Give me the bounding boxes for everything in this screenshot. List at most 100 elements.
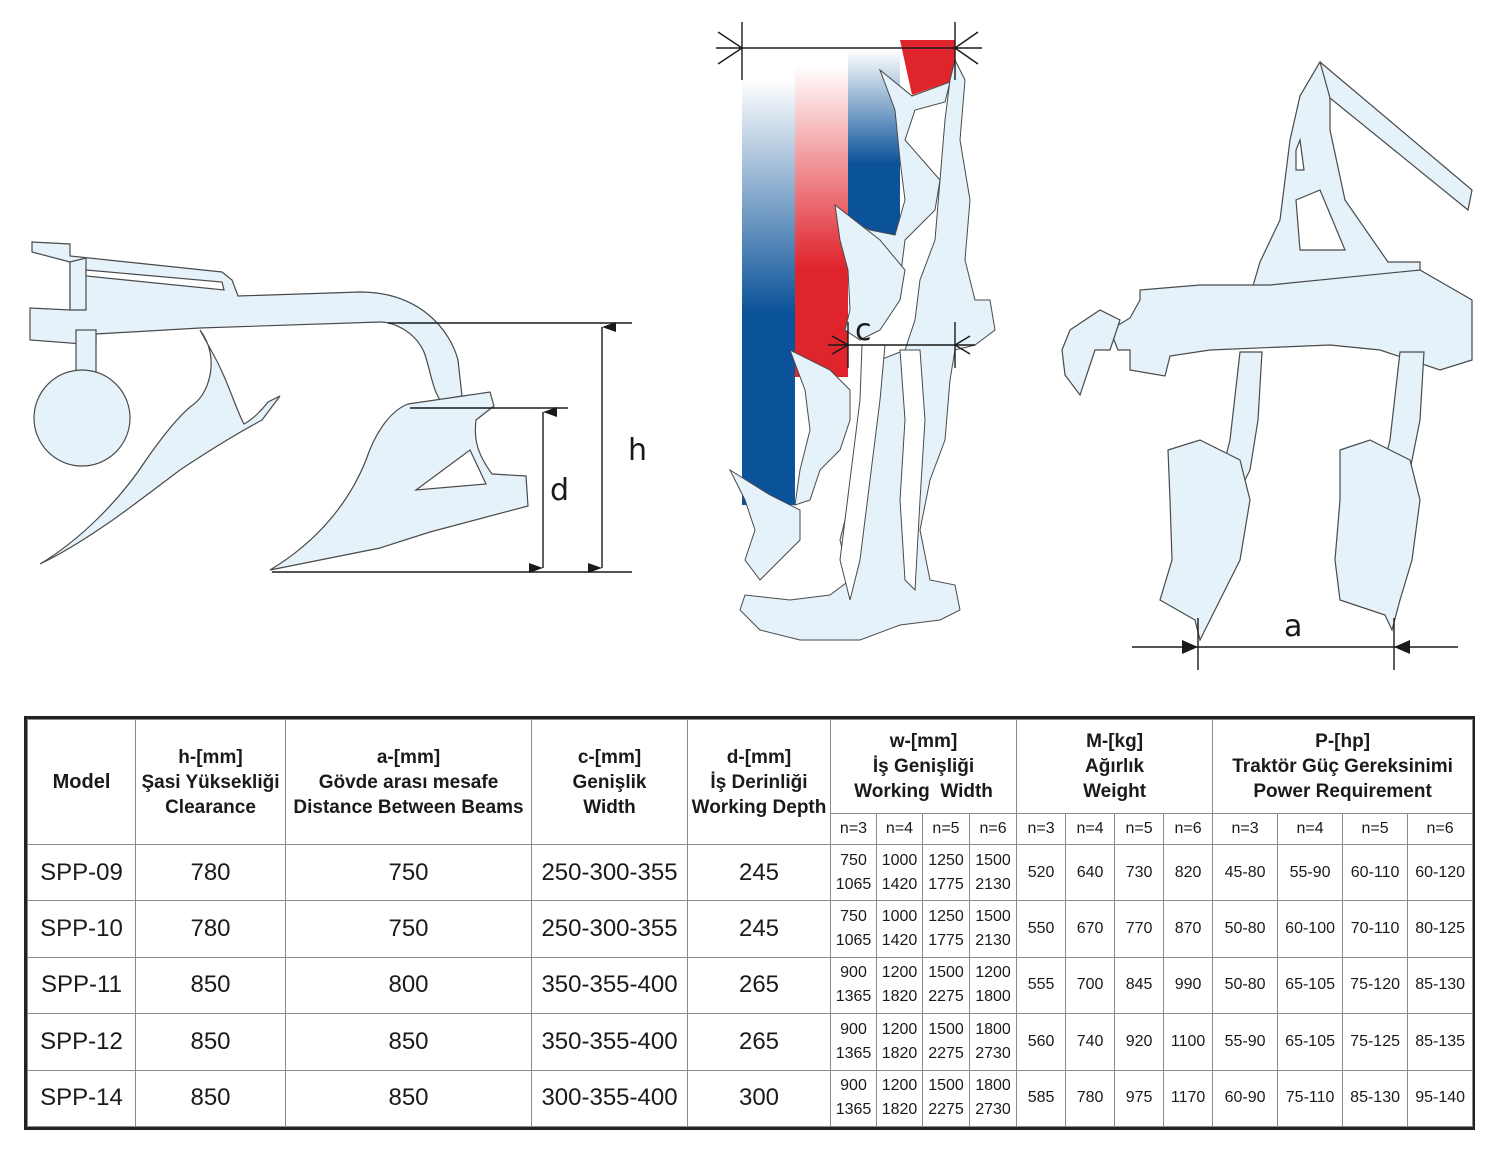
- cell-h: 780: [135, 900, 286, 958]
- cell-p-n3: 50-80: [1212, 900, 1279, 958]
- width-band-blue-2: [848, 50, 900, 240]
- cell-p-n6: 85-130: [1407, 956, 1474, 1015]
- cell-p-n5: 75-120: [1342, 956, 1409, 1015]
- subheader-p-n6: n=6: [1407, 813, 1474, 845]
- cell-p-n5: 70-110: [1342, 900, 1409, 958]
- width-band-red-2: [900, 40, 955, 95]
- cell-p-n3: 60-90: [1212, 1069, 1279, 1128]
- cell-p-n4: 65-105: [1277, 1013, 1344, 1071]
- cell-model: SPP-12: [27, 1013, 136, 1071]
- cell-m-n5: 920: [1114, 1013, 1165, 1071]
- cell-m-n3: 520: [1016, 843, 1067, 902]
- cell-p-n4: 75-110: [1277, 1069, 1344, 1128]
- cell-h: 850: [135, 956, 286, 1015]
- cell-h: 780: [135, 843, 286, 902]
- cell-p-n5: 75-125: [1342, 1013, 1409, 1071]
- cell-m-n4: 670: [1065, 900, 1116, 958]
- cell-m-n5: 845: [1114, 956, 1165, 1015]
- cell-a: 850: [285, 1013, 532, 1071]
- cell-p-n6: 60-120: [1407, 843, 1474, 902]
- cell-p-n3: 50-80: [1212, 956, 1279, 1015]
- cell-m-n4: 780: [1065, 1069, 1116, 1128]
- cell-p-n3: 55-90: [1212, 1013, 1279, 1071]
- cell-a: 750: [285, 900, 532, 958]
- cell-a: 850: [285, 1069, 532, 1128]
- cell-m-n6: 820: [1163, 843, 1214, 902]
- dim-a-label: a: [1284, 609, 1302, 644]
- cell-m-n6: 870: [1163, 900, 1214, 958]
- cell-m-n3: 585: [1016, 1069, 1067, 1128]
- top-view-plough: [716, 22, 996, 641]
- width-band-blue-1: [742, 80, 795, 505]
- dim-h-label: h: [628, 433, 647, 468]
- cell-c: 350-355-400: [531, 1013, 688, 1071]
- subheader-p-n3: n=3: [1212, 813, 1279, 845]
- cell-model: SPP-14: [27, 1069, 136, 1128]
- cell-d: 245: [687, 900, 831, 958]
- cell-p-n6: 85-135: [1407, 1013, 1474, 1071]
- cell-p-n4: 65-105: [1277, 956, 1344, 1015]
- cell-p-n5: 60-110: [1342, 843, 1409, 902]
- subheader-m-n4: n=4: [1065, 813, 1116, 845]
- cell-d: 265: [687, 956, 831, 1015]
- subheader-w-n4: n=4: [876, 813, 923, 845]
- plough-diagrams: h d: [29, 22, 1473, 670]
- cell-m-n4: 700: [1065, 956, 1116, 1015]
- dim-lines-side: [272, 322, 632, 573]
- cell-d: 245: [687, 843, 831, 902]
- cell-m-n5: 975: [1114, 1069, 1165, 1128]
- subheader-p-n4: n=4: [1277, 813, 1344, 845]
- cell-d: 265: [687, 1013, 831, 1071]
- cell-p-n6: 80-125: [1407, 900, 1474, 958]
- cell-a: 800: [285, 956, 532, 1015]
- cell-m-n6: 990: [1163, 956, 1214, 1015]
- cell-c: 250-300-355: [531, 843, 688, 902]
- cell-model: SPP-11: [27, 956, 136, 1015]
- cell-p-n4: 55-90: [1277, 843, 1344, 902]
- subheader-w-n3: n=3: [830, 813, 877, 845]
- cell-p-n6: 95-140: [1407, 1069, 1474, 1128]
- cell-d: 300: [687, 1069, 831, 1128]
- cell-h: 850: [135, 1069, 286, 1128]
- cell-p-n5: 85-130: [1342, 1069, 1409, 1128]
- dim-d-label: d: [550, 473, 569, 508]
- cell-m-n3: 550: [1016, 900, 1067, 958]
- cell-m-n5: 770: [1114, 900, 1165, 958]
- front-view-plough: [1061, 60, 1473, 642]
- subheader-m-n6: n=6: [1163, 813, 1214, 845]
- dim-c-label: c: [855, 313, 872, 348]
- cell-m-n6: 1100: [1163, 1013, 1214, 1071]
- subheader-w-n6: n=6: [968, 813, 1018, 845]
- cell-h: 850: [135, 1013, 286, 1071]
- subheader-m-n3: n=3: [1016, 813, 1067, 845]
- cell-p-n3: 45-80: [1212, 843, 1279, 902]
- cell-c: 350-355-400: [531, 956, 688, 1015]
- cell-m-n4: 740: [1065, 1013, 1116, 1071]
